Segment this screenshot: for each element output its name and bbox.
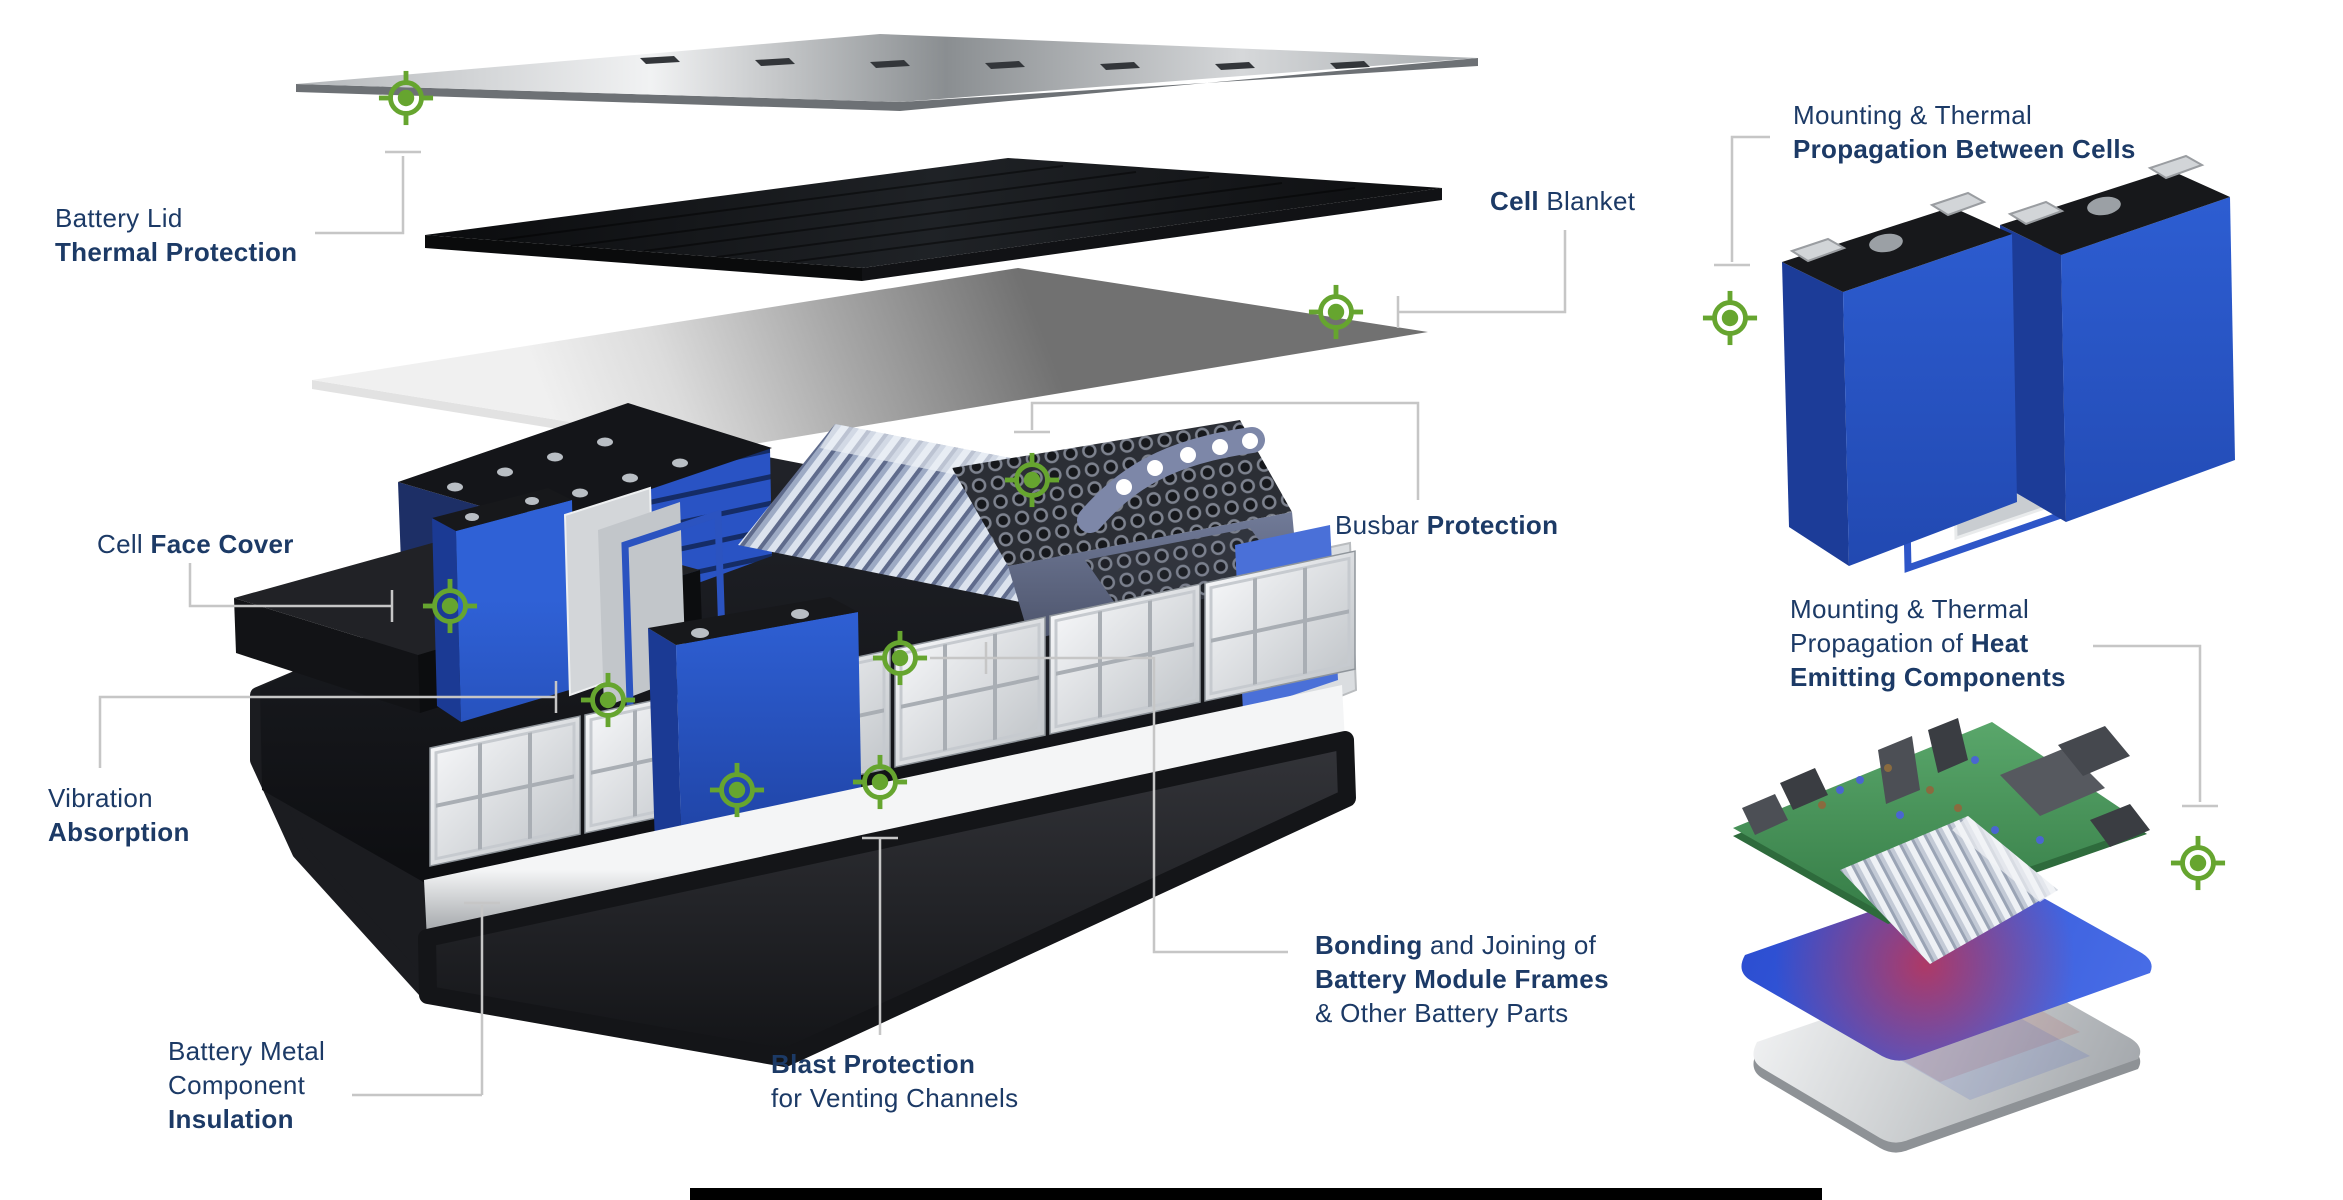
target-icon-heat-emitting	[2171, 836, 2225, 890]
label-line-bold: Propagation Between Cells	[1793, 134, 2136, 164]
battery-tray-front	[418, 731, 1356, 1067]
label-part: Busbar	[1335, 510, 1427, 540]
label-vibration: Vibration Absorption	[48, 781, 190, 849]
cell-left	[1782, 191, 2017, 566]
leader-bonding	[930, 642, 1288, 954]
leader-vibration	[98, 681, 558, 768]
label-battery-lid: Battery Lid Thermal Protection	[55, 201, 297, 269]
label-part-bold: Face Cover	[150, 529, 294, 559]
pcb-figure	[1733, 718, 2152, 1153]
leader-cell-face-cover	[188, 563, 394, 622]
label-mounting-cells: Mounting & Thermal Propagation Between C…	[1793, 98, 2136, 166]
label-battery-metal: Battery Metal Component Insulation	[168, 1034, 325, 1136]
label-part: Propagation of	[1790, 628, 1971, 658]
thermal-panel-layer	[425, 158, 1442, 281]
pack-assembly	[234, 34, 1478, 1067]
label-line-bold: Blast Protection	[771, 1049, 976, 1079]
leader-cell-blanket	[1396, 230, 1567, 328]
leader-mounting-cells	[1714, 135, 1770, 267]
leader-battery-metal	[352, 901, 500, 1097]
label-line-bold: Emitting Components	[1790, 662, 2066, 692]
label-line: for Venting Channels	[771, 1083, 1019, 1113]
target-icon-between-cells	[1703, 291, 1757, 345]
pcb-heatsink	[1840, 816, 2058, 964]
label-line-bold: Thermal Protection	[55, 237, 298, 267]
label-part: Cell	[97, 529, 151, 559]
cell-blanket-layer	[312, 268, 1428, 457]
label-line-bold: Absorption	[48, 817, 190, 847]
tray-metal-band	[424, 685, 1345, 940]
label-bonding: Bonding and Joining of Battery Module Fr…	[1315, 928, 1609, 1030]
label-part: Blanket	[1538, 186, 1636, 216]
label-cell-face-cover: Cell Face Cover	[97, 527, 294, 561]
leader-battery-lid	[315, 150, 421, 235]
label-line: Vibration	[48, 783, 153, 813]
label-line: Battery Metal	[168, 1036, 326, 1066]
label-part-bold: Protection	[1426, 510, 1559, 540]
cell-right	[2000, 154, 2235, 522]
pcb-components	[1742, 718, 2150, 847]
bottom-crop-bar	[690, 1188, 1822, 1200]
label-line: Mounting & Thermal	[1793, 100, 2033, 130]
leader-blast	[862, 836, 898, 1035]
label-busbar: Busbar Protection	[1335, 508, 1558, 542]
leader-busbar	[1014, 401, 1420, 500]
label-line-bold: Insulation	[168, 1104, 294, 1134]
label-heat-emitting: Mounting & Thermal Propagation of Heat E…	[1790, 592, 2066, 694]
label-cell-blanket: Cell Blanket	[1490, 184, 1635, 218]
label-line: Battery Lid	[55, 203, 183, 233]
label-part-bold: Heat	[1970, 628, 2029, 658]
label-part: and Joining of	[1422, 930, 1597, 960]
battery-lid-layer	[296, 34, 1478, 111]
label-line-bold: Battery Module Frames	[1315, 964, 1609, 994]
label-part-bold: Bonding	[1315, 930, 1423, 960]
label-line: Component	[168, 1070, 306, 1100]
leader-heat-emitting	[2093, 644, 2218, 808]
label-blast: Blast Protection for Venting Channels	[771, 1047, 1018, 1115]
cell-pair-figure	[1782, 154, 2235, 573]
leader-lines	[98, 135, 2218, 1097]
label-part-bold: Cell	[1490, 186, 1539, 216]
label-line: Mounting & Thermal	[1790, 594, 2030, 624]
label-line: & Other Battery Parts	[1315, 998, 1569, 1028]
